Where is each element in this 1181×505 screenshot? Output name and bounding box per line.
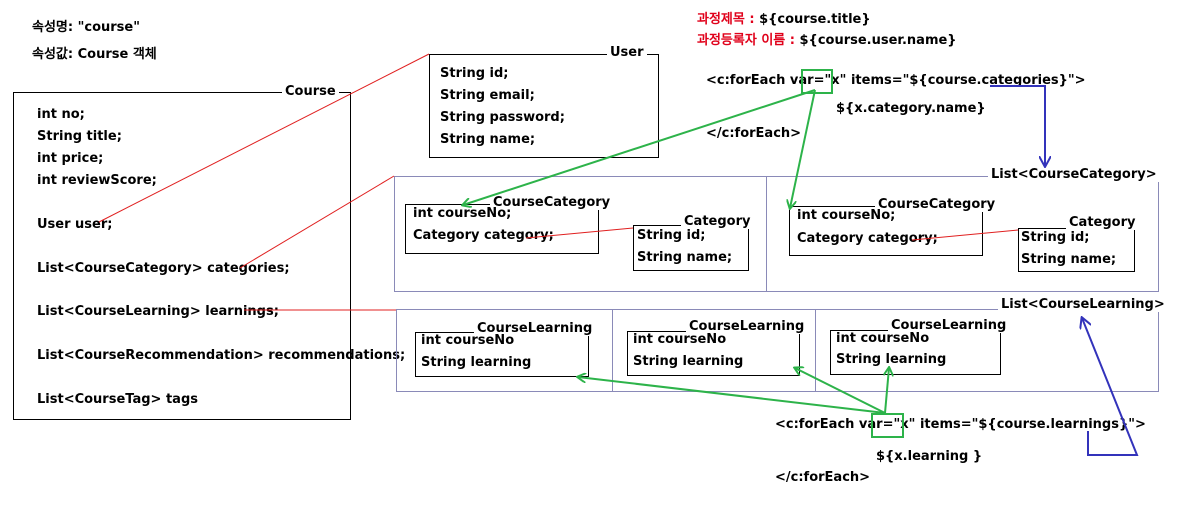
course-field-learnings: List<CourseLearning> learnings; bbox=[37, 304, 279, 319]
course-field-user: User user; bbox=[37, 217, 113, 232]
course-user-expression: ${course.user.name} bbox=[799, 33, 957, 48]
learnings-items-connector bbox=[1082, 318, 1139, 456]
course-field-title: String title; bbox=[37, 129, 122, 144]
course-learning-field-courseno-3: int courseNo bbox=[836, 331, 930, 346]
course-learning-field-learning-2: String learning bbox=[633, 354, 744, 369]
course-title-label-text: 과정제목 : bbox=[697, 12, 755, 27]
foreach-categories-body: ${x.category.name} bbox=[836, 101, 986, 116]
course-learning-field-courseno-1: int courseNo bbox=[421, 333, 515, 348]
categories-association-line bbox=[239, 175, 395, 269]
foreach-learnings-prefix: <c:forEach var=" bbox=[775, 417, 901, 432]
foreach-learnings-var-highlight bbox=[871, 413, 904, 438]
attribute-name-label: 속성명: "course" bbox=[32, 20, 141, 35]
category-association-line-2 bbox=[911, 229, 1019, 241]
foreach-learnings-var: x bbox=[900, 417, 909, 432]
course-learning-field-learning-3: String learning bbox=[836, 352, 947, 367]
course-class-caption: Course bbox=[282, 85, 339, 99]
category-caption-2: Category bbox=[1066, 216, 1139, 230]
foreach-categories-start: <c:forEach var="x" items="${course.categ… bbox=[706, 73, 1086, 89]
category-field-name-1: String name; bbox=[637, 250, 733, 265]
course-field-categories: List<CourseCategory> categories; bbox=[37, 261, 290, 276]
course-category-field-category-2: Category category; bbox=[797, 231, 938, 246]
course-title-label: 과정제목 : ${course.title} bbox=[697, 12, 871, 28]
foreach-learnings-arrow-3 bbox=[885, 368, 889, 414]
course-category-caption-2: CourseCategory bbox=[875, 198, 999, 212]
foreach-learnings-start: <c:forEach var="x" items="${course.learn… bbox=[775, 417, 1146, 433]
foreach-categories-prefix: <c:forEach var=" bbox=[706, 73, 832, 88]
course-category-caption-1: CourseCategory bbox=[490, 196, 614, 210]
category-caption-1: Category bbox=[681, 215, 754, 229]
categories-items-connector bbox=[990, 85, 1045, 166]
foreach-learnings-items: " items="${course.learnings}"> bbox=[908, 417, 1146, 432]
course-learning-caption-3: CourseLearning bbox=[888, 319, 1010, 333]
user-field-password: String password; bbox=[440, 110, 565, 125]
course-category-field-courseno-1: int courseNo; bbox=[413, 206, 512, 221]
learning-list-box bbox=[396, 309, 1159, 392]
learning-list-divider-1 bbox=[612, 309, 613, 391]
category-association-line-1 bbox=[525, 227, 634, 239]
user-association-line bbox=[98, 53, 430, 223]
foreach-categories-arrow-2 bbox=[790, 89, 816, 208]
foreach-learnings-arrow-1 bbox=[578, 377, 886, 414]
foreach-learnings-end: </c:forEach> bbox=[775, 470, 871, 485]
course-learning-caption-1: CourseLearning bbox=[474, 322, 596, 336]
course-class-box bbox=[13, 92, 351, 420]
course-user-label: 과정등록자 이름 : ${course.user.name} bbox=[697, 33, 957, 49]
course-field-tags: List<CourseTag> tags bbox=[37, 392, 198, 407]
foreach-categories-var: x bbox=[831, 73, 840, 88]
course-field-reviewscore: int reviewScore; bbox=[37, 173, 157, 188]
user-field-email: String email; bbox=[440, 88, 535, 103]
course-category-field-courseno-2: int courseNo; bbox=[797, 208, 896, 223]
category-field-id-1: String id; bbox=[637, 228, 706, 243]
foreach-categories-arrow-1 bbox=[463, 89, 816, 205]
course-field-price: int price; bbox=[37, 151, 104, 166]
course-category-field-category-1: Category category; bbox=[413, 228, 554, 243]
learning-list-divider-2 bbox=[815, 309, 816, 391]
user-field-id: String id; bbox=[440, 66, 509, 81]
foreach-learnings-body: ${x.learning } bbox=[876, 449, 983, 464]
course-title-expression: ${course.title} bbox=[759, 12, 871, 27]
course-user-label-text: 과정등록자 이름 : bbox=[697, 33, 795, 48]
category-list-divider bbox=[766, 176, 767, 291]
course-learning-field-courseno-2: int courseNo bbox=[633, 332, 727, 347]
course-learning-caption-2: CourseLearning bbox=[686, 320, 808, 334]
course-learning-field-learning-1: String learning bbox=[421, 355, 532, 370]
category-field-id-2: String id; bbox=[1021, 230, 1090, 245]
user-class-box bbox=[429, 54, 659, 158]
foreach-categories-end: </c:forEach> bbox=[706, 126, 802, 141]
course-field-recommendations: List<CourseRecommendation> recommendatio… bbox=[37, 348, 406, 363]
category-list-caption: List<CourseCategory> bbox=[988, 168, 1160, 182]
course-field-no: int no; bbox=[37, 107, 85, 122]
user-class-caption: User bbox=[607, 46, 647, 60]
learning-list-caption: List<CourseLearning> bbox=[998, 298, 1168, 312]
foreach-learnings-arrow-2 bbox=[795, 368, 886, 414]
user-field-name: String name; bbox=[440, 132, 536, 147]
foreach-categories-var-highlight bbox=[801, 69, 833, 94]
category-list-box bbox=[394, 176, 1159, 292]
attribute-value-label: 속성값: Course 객체 bbox=[32, 47, 157, 62]
category-field-name-2: String name; bbox=[1021, 252, 1117, 267]
foreach-categories-items: " items="${course.categories}"> bbox=[839, 73, 1086, 88]
